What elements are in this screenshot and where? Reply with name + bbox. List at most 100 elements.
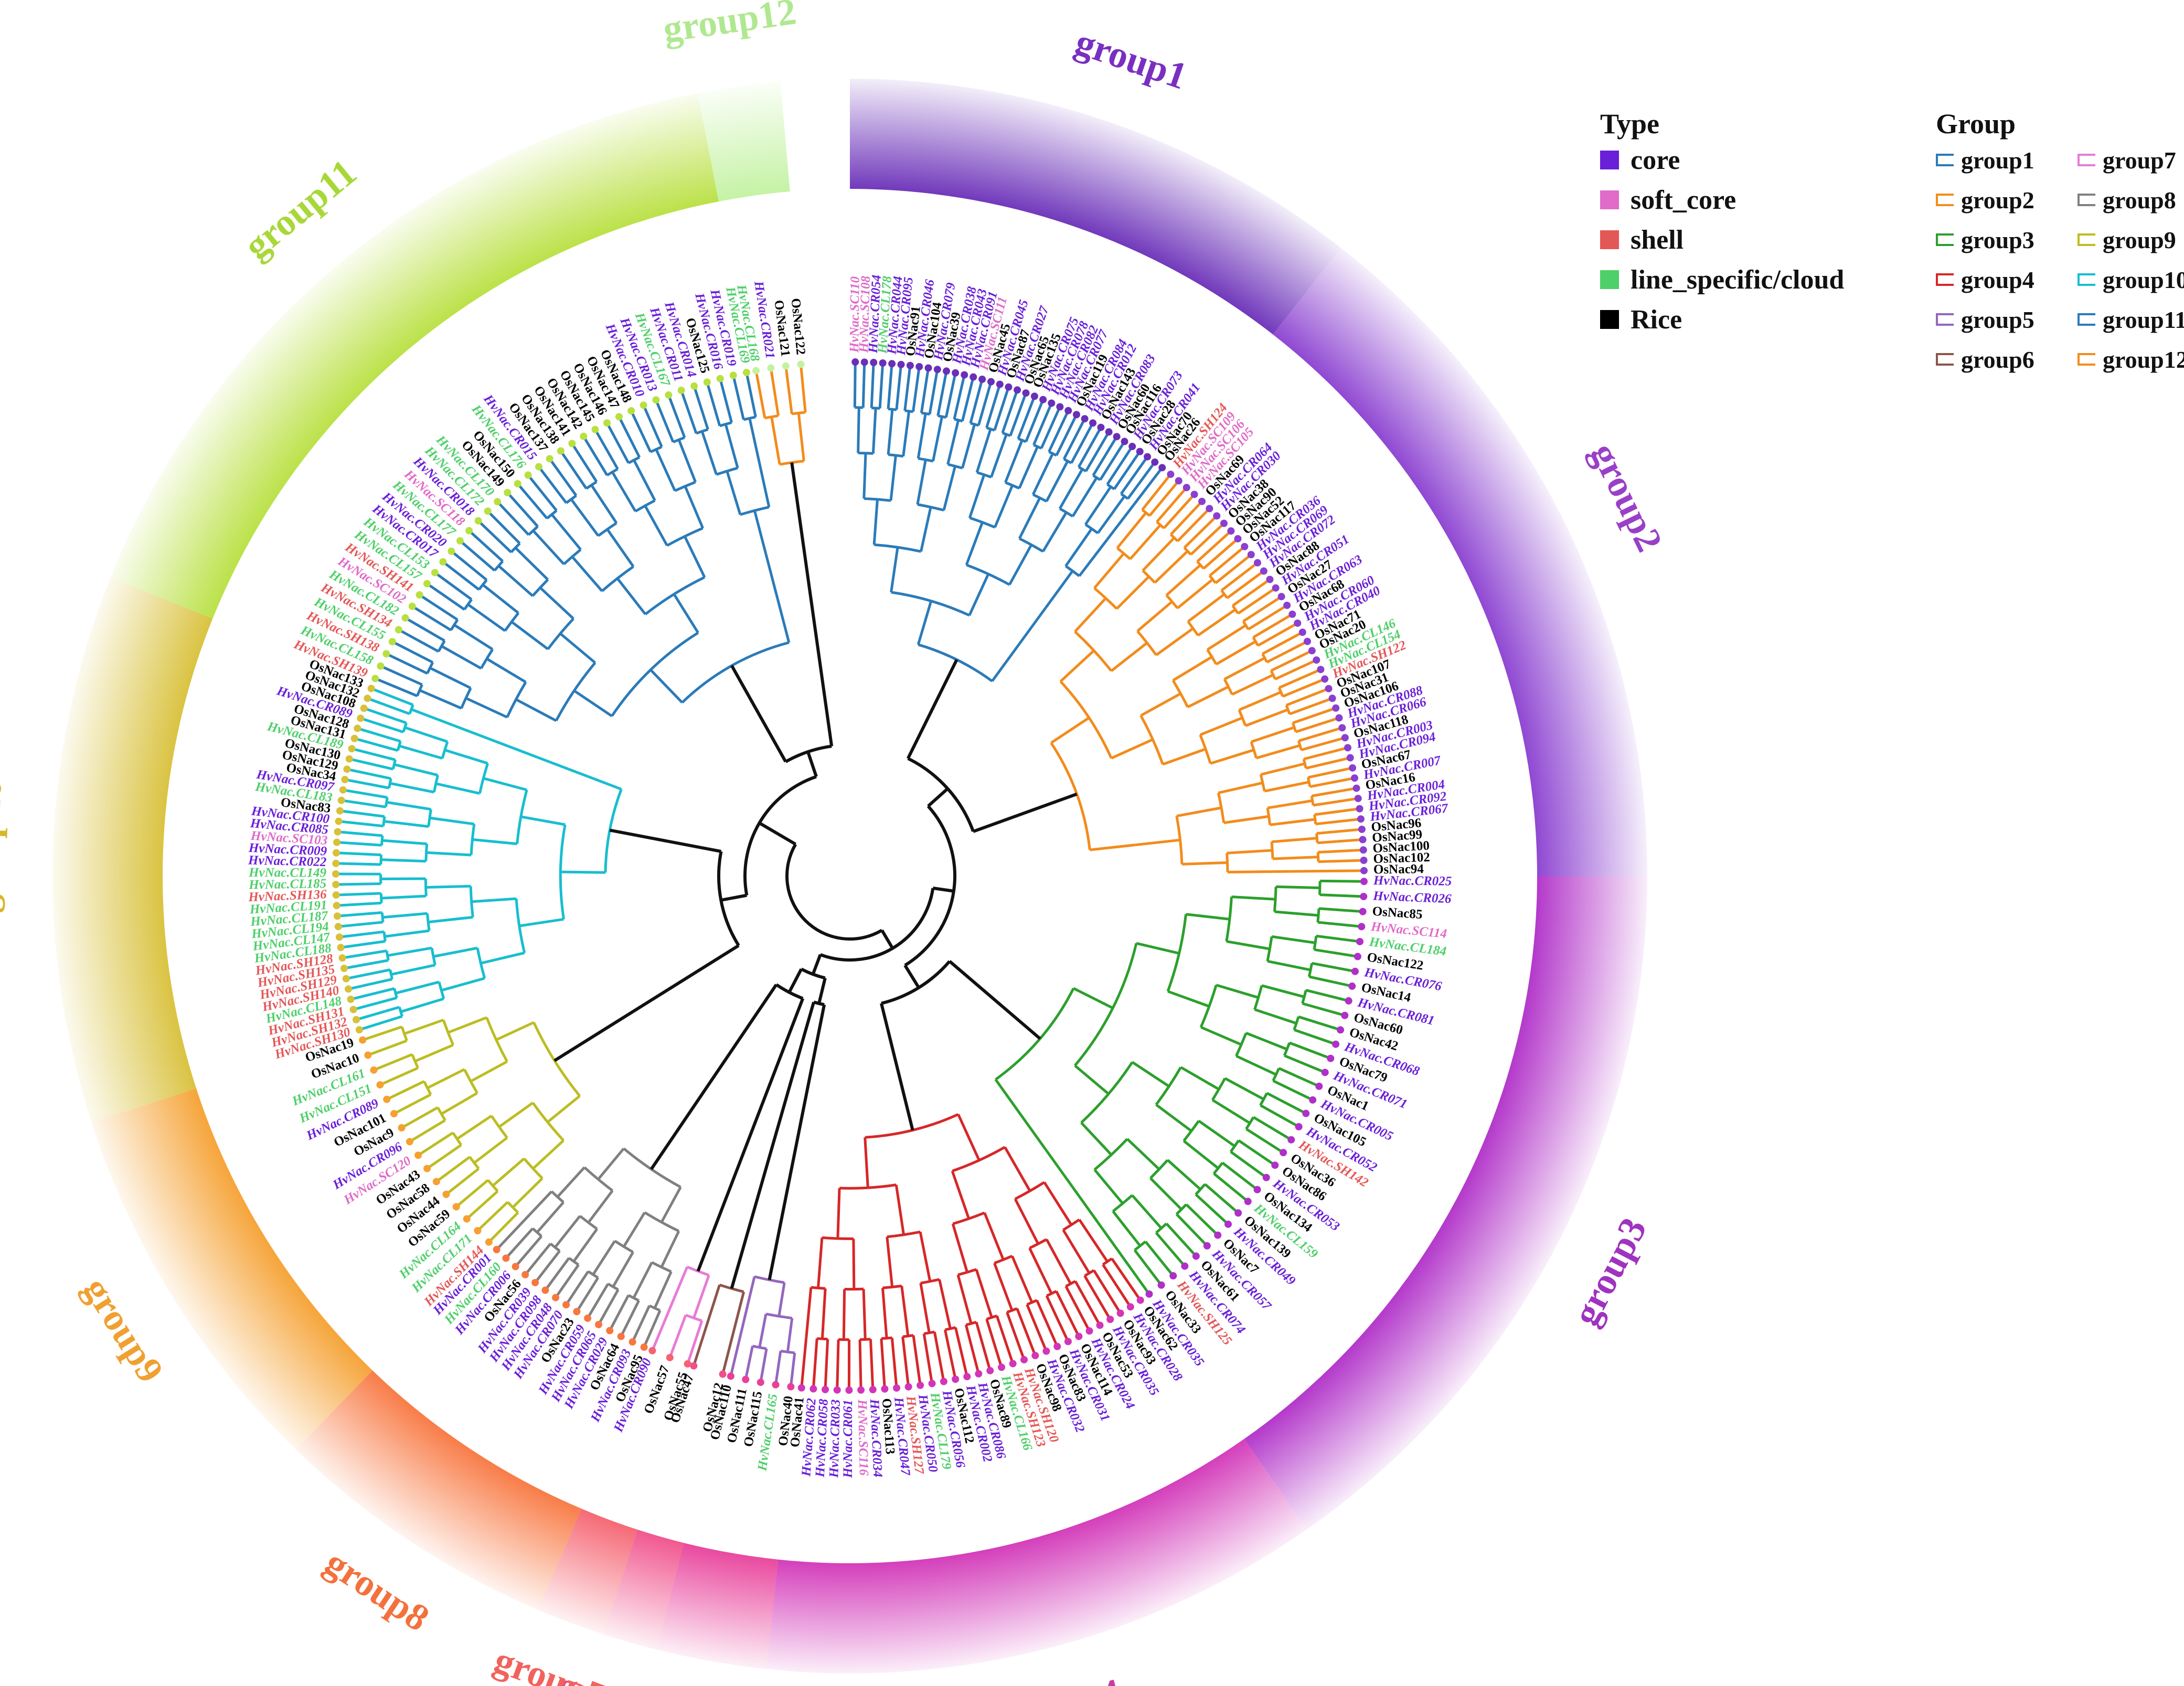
branch	[370, 687, 414, 707]
branch	[770, 417, 781, 465]
branch	[515, 698, 557, 722]
branch	[380, 665, 423, 686]
branch	[463, 599, 473, 611]
branch	[774, 1351, 782, 1385]
branch	[724, 423, 739, 468]
branch	[1166, 1159, 1201, 1191]
branch	[1017, 396, 1036, 440]
branch	[969, 516, 996, 529]
branch	[975, 1269, 993, 1318]
tip-dot	[924, 364, 932, 372]
tip-dot	[1266, 575, 1274, 583]
branch	[862, 453, 867, 499]
branch	[1116, 511, 1147, 549]
branch	[1274, 910, 1319, 917]
tip-dot	[390, 1110, 398, 1118]
branch	[928, 369, 939, 415]
tip-dot	[1224, 1220, 1232, 1228]
tip-dot	[1294, 619, 1302, 627]
tip-dot	[595, 1320, 603, 1328]
branch	[1148, 479, 1180, 517]
branch	[758, 462, 771, 508]
tip-dot	[952, 1375, 960, 1383]
branch	[1004, 1146, 1031, 1192]
branch	[744, 1346, 754, 1380]
branch	[486, 510, 521, 545]
branch	[1062, 418, 1086, 460]
backbone-branch	[785, 843, 883, 941]
branch	[1136, 600, 1173, 632]
branch	[1043, 1181, 1073, 1226]
branch	[1048, 410, 1070, 453]
tip-dot	[1360, 878, 1368, 885]
tip-dot	[1325, 685, 1333, 692]
branch	[1170, 533, 1179, 542]
branch	[890, 1337, 898, 1389]
tip-dot	[1105, 428, 1113, 436]
branch	[839, 1183, 897, 1190]
branch	[1064, 565, 1080, 578]
branch	[337, 911, 382, 917]
tip-dot	[1247, 551, 1255, 559]
branch	[976, 471, 992, 479]
tip-dot	[1014, 386, 1021, 394]
branch	[985, 1318, 1003, 1368]
branch	[776, 598, 791, 643]
branch	[871, 408, 877, 454]
tip-dot	[1346, 754, 1354, 762]
tip-dot	[1298, 628, 1306, 636]
tip-dot	[893, 1384, 901, 1392]
branch	[1144, 1241, 1175, 1277]
branch	[706, 381, 721, 426]
branch	[1141, 508, 1150, 517]
tip-dot	[439, 558, 447, 565]
branch	[1266, 1092, 1307, 1115]
tip-dot	[1332, 1040, 1340, 1048]
tip-label: OsNac94	[1373, 862, 1424, 877]
tip-dot	[591, 425, 599, 433]
branch	[1245, 1127, 1284, 1154]
branch	[616, 578, 647, 615]
branch	[1093, 1138, 1128, 1171]
branch	[1262, 631, 1303, 655]
branch	[917, 600, 933, 645]
branch	[1294, 1028, 1336, 1045]
branch	[336, 851, 381, 857]
branch	[1302, 1002, 1345, 1017]
tip-dot	[752, 367, 760, 375]
branch	[444, 749, 488, 765]
branch	[1301, 736, 1346, 752]
backbone-branch	[819, 888, 935, 962]
tip-dot	[1167, 471, 1175, 478]
branch	[473, 1136, 508, 1164]
branch	[1266, 936, 1273, 962]
tip-dot	[1020, 1356, 1028, 1364]
branch	[680, 390, 698, 434]
branch	[341, 799, 386, 808]
branch	[693, 386, 709, 430]
tip-dot	[580, 432, 588, 440]
branch	[1226, 853, 1229, 872]
branch	[1126, 1138, 1160, 1170]
branch	[1302, 759, 1307, 769]
backbone-branch	[973, 792, 1078, 833]
tip-dot	[1357, 815, 1365, 823]
branch	[426, 851, 472, 857]
branch	[434, 571, 473, 601]
branch	[1050, 717, 1090, 744]
branch	[360, 717, 404, 733]
branch	[363, 707, 407, 724]
branch	[732, 375, 745, 420]
branch	[1092, 474, 1101, 481]
tip-dot	[338, 954, 346, 962]
branch	[1313, 814, 1317, 825]
tip-dot	[357, 714, 365, 722]
branch	[1133, 466, 1164, 505]
branch	[1235, 1054, 1277, 1076]
tip-dot	[334, 923, 342, 931]
branch	[471, 897, 517, 903]
branch	[1167, 990, 1210, 1008]
branch	[1298, 726, 1343, 742]
branch	[1059, 649, 1095, 682]
branch	[1220, 590, 1229, 599]
